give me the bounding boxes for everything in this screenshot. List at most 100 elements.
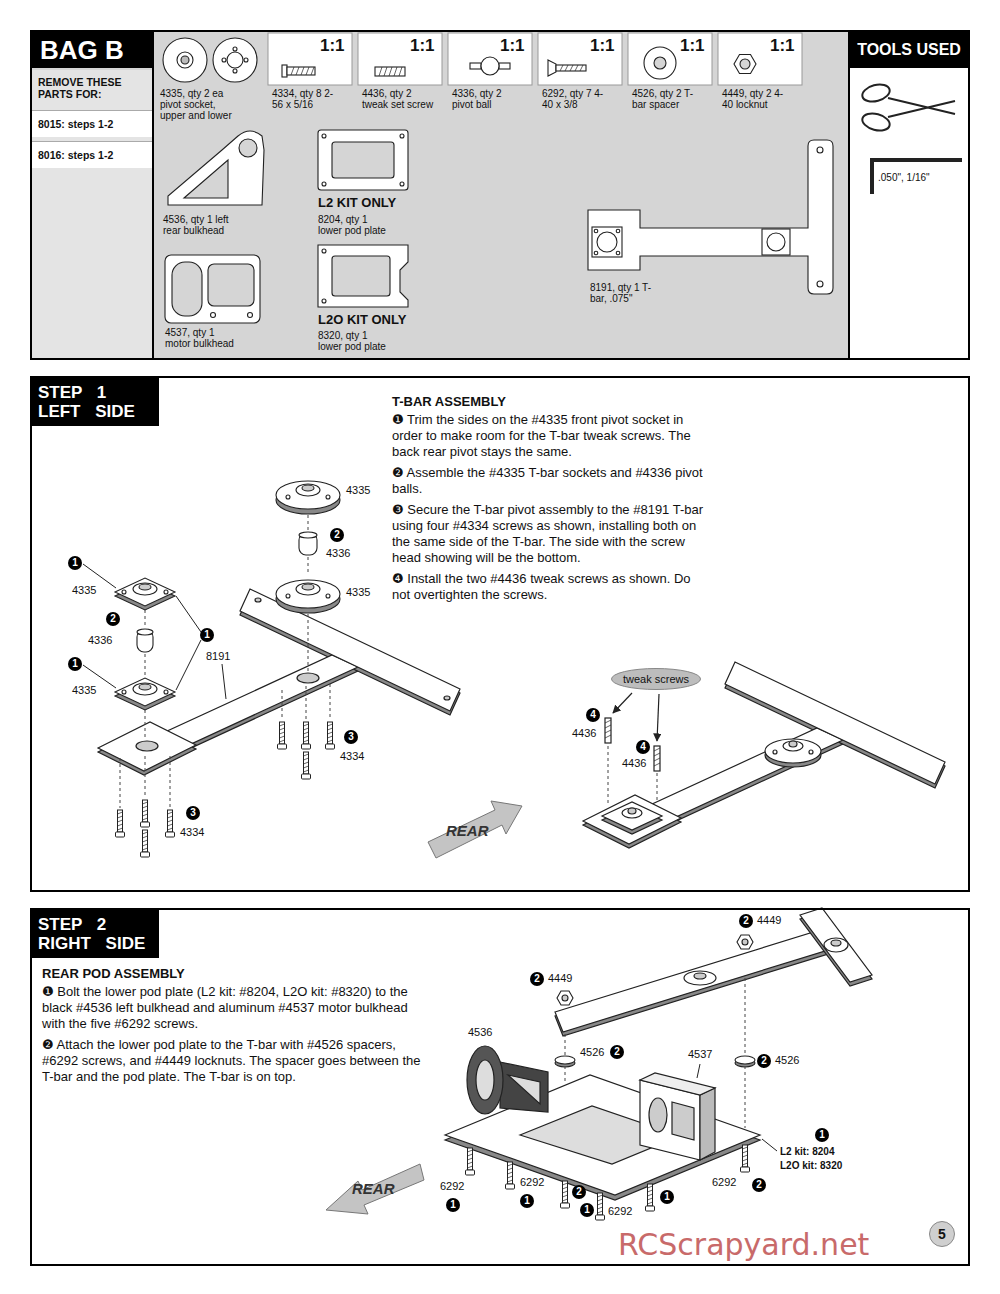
t-bar — [824, 938, 848, 952]
screw — [278, 722, 287, 749]
pivot-ball — [137, 532, 317, 652]
part-drawing — [172, 262, 202, 316]
locknut — [557, 991, 573, 1005]
scale-ratio: 1:1 — [320, 37, 345, 55]
instruction-text: REAR POD ASSEMBLY❶ Bolt the lower pod pl… — [42, 966, 422, 1090]
leader-line — [83, 564, 226, 699]
part-drawing — [594, 229, 598, 233]
screw — [116, 810, 125, 837]
kit-label: L2O kit: 8320 — [780, 1160, 842, 1172]
part-label: 8320, qty 1 lower pod plate — [318, 330, 390, 352]
direction-label: REAR — [352, 1180, 395, 1197]
scale-tile — [358, 33, 442, 85]
parts-panel-ground — [32, 70, 152, 358]
kit-label: L2O KIT ONLY — [318, 312, 406, 327]
t-bar-assembled — [773, 750, 777, 754]
tools-heading: TOOLS USED — [850, 32, 968, 68]
part-label: 4536, qty 1 left rear bulkhead — [163, 214, 243, 236]
part-number: 4334 — [180, 826, 204, 839]
tool-drawing — [860, 82, 962, 194]
part-label: 4334, qty 8 2-56 x 5/16 — [272, 88, 336, 110]
t-bar — [684, 971, 716, 985]
callout-number: 1 — [580, 1203, 594, 1217]
part-label: 6292, qty 7 4-40 x 3/8 — [542, 88, 606, 110]
parts-panel-ground — [30, 30, 970, 360]
pivot-socket — [296, 583, 320, 595]
callout-number: 1 — [200, 628, 214, 642]
part-drawing — [233, 47, 237, 51]
callout-number: 2 — [757, 1054, 771, 1068]
part-number: 4336 — [326, 547, 350, 560]
callout-number: 1 — [660, 1190, 674, 1204]
direction-label: REAR — [446, 822, 489, 839]
parts-panel-ground — [848, 32, 968, 358]
parts-panel-ground — [152, 32, 154, 358]
screw — [596, 1193, 605, 1220]
part-drawing — [227, 52, 243, 68]
screw — [141, 800, 150, 827]
part-number: 4335 — [346, 484, 370, 497]
screw — [326, 722, 335, 749]
part-label: 8204, qty 1 lower pod plate — [318, 214, 390, 236]
part-drawing — [375, 67, 405, 76]
step-heading: STEP 1 LEFT SIDE — [32, 378, 159, 426]
part-drawing — [616, 251, 620, 255]
page-number-shape — [930, 1222, 955, 1247]
t-bar-assembled — [583, 662, 945, 844]
callout-number: 2 — [610, 1045, 624, 1059]
callout-text: tweak screws — [623, 673, 689, 685]
watermark: RCScrapyard.net — [618, 1228, 869, 1262]
part-drawing — [163, 38, 207, 82]
part-drawing — [644, 47, 676, 79]
pointer-arrow — [613, 693, 659, 741]
pivot-socket — [164, 690, 168, 694]
t-bar-exploded — [255, 598, 261, 602]
tool-drawing — [860, 82, 891, 105]
t-bar-assembled — [789, 741, 797, 747]
part-label: 8191, qty 1 T-bar, .075" — [590, 282, 660, 304]
step-heading: STEP 2 RIGHT SIDE — [32, 910, 159, 958]
part-drawing — [594, 251, 598, 255]
callout-number: 1 — [815, 1128, 829, 1142]
part-number: 4335 — [72, 584, 96, 597]
screw — [141, 830, 150, 857]
motor-bulkhead — [672, 1102, 694, 1140]
t-bar-exploded — [240, 589, 460, 711]
part-drawing — [767, 233, 785, 251]
part-number: 4537 — [688, 1048, 712, 1061]
scale-tile — [448, 33, 532, 85]
part-drawing — [233, 69, 237, 73]
pivot-socket — [326, 495, 330, 499]
t-bar-assembled — [654, 746, 660, 771]
t-bar-assembled — [605, 720, 611, 738]
part-drawing — [734, 55, 756, 74]
screw — [116, 722, 335, 857]
pivot-socket — [133, 683, 157, 695]
t-bar-assembled — [622, 808, 642, 818]
part-number: 4526 — [775, 1054, 799, 1067]
t-bar-assembled — [583, 795, 681, 844]
direction-arrow — [428, 801, 522, 858]
t-bar-exploded — [152, 655, 358, 750]
rear-bulkhead — [467, 1046, 548, 1114]
part-drawing — [244, 58, 248, 62]
part-drawing — [332, 256, 390, 296]
pivot-socket — [133, 583, 157, 595]
pointer-arrow — [613, 693, 632, 713]
pivot-socket — [326, 594, 330, 598]
t-bar-assembled — [783, 741, 803, 751]
part-drawing — [817, 147, 823, 153]
pivot-socket — [139, 684, 151, 690]
t-bar-assembled — [809, 750, 813, 754]
rear-bulkhead — [508, 1075, 540, 1104]
part-number: 6292 — [520, 1176, 544, 1189]
instruction-step: ❶ Trim the sides on the #4335 front pivo… — [392, 412, 704, 460]
callout-number: 1 — [68, 556, 82, 570]
part-drawing — [177, 52, 193, 68]
part-drawing — [248, 313, 253, 318]
t-bar-assembled — [602, 802, 662, 830]
part-label: 4537, qty 1 motor bulkhead — [165, 327, 239, 349]
screw — [302, 752, 311, 779]
pivot-socket — [139, 584, 151, 590]
